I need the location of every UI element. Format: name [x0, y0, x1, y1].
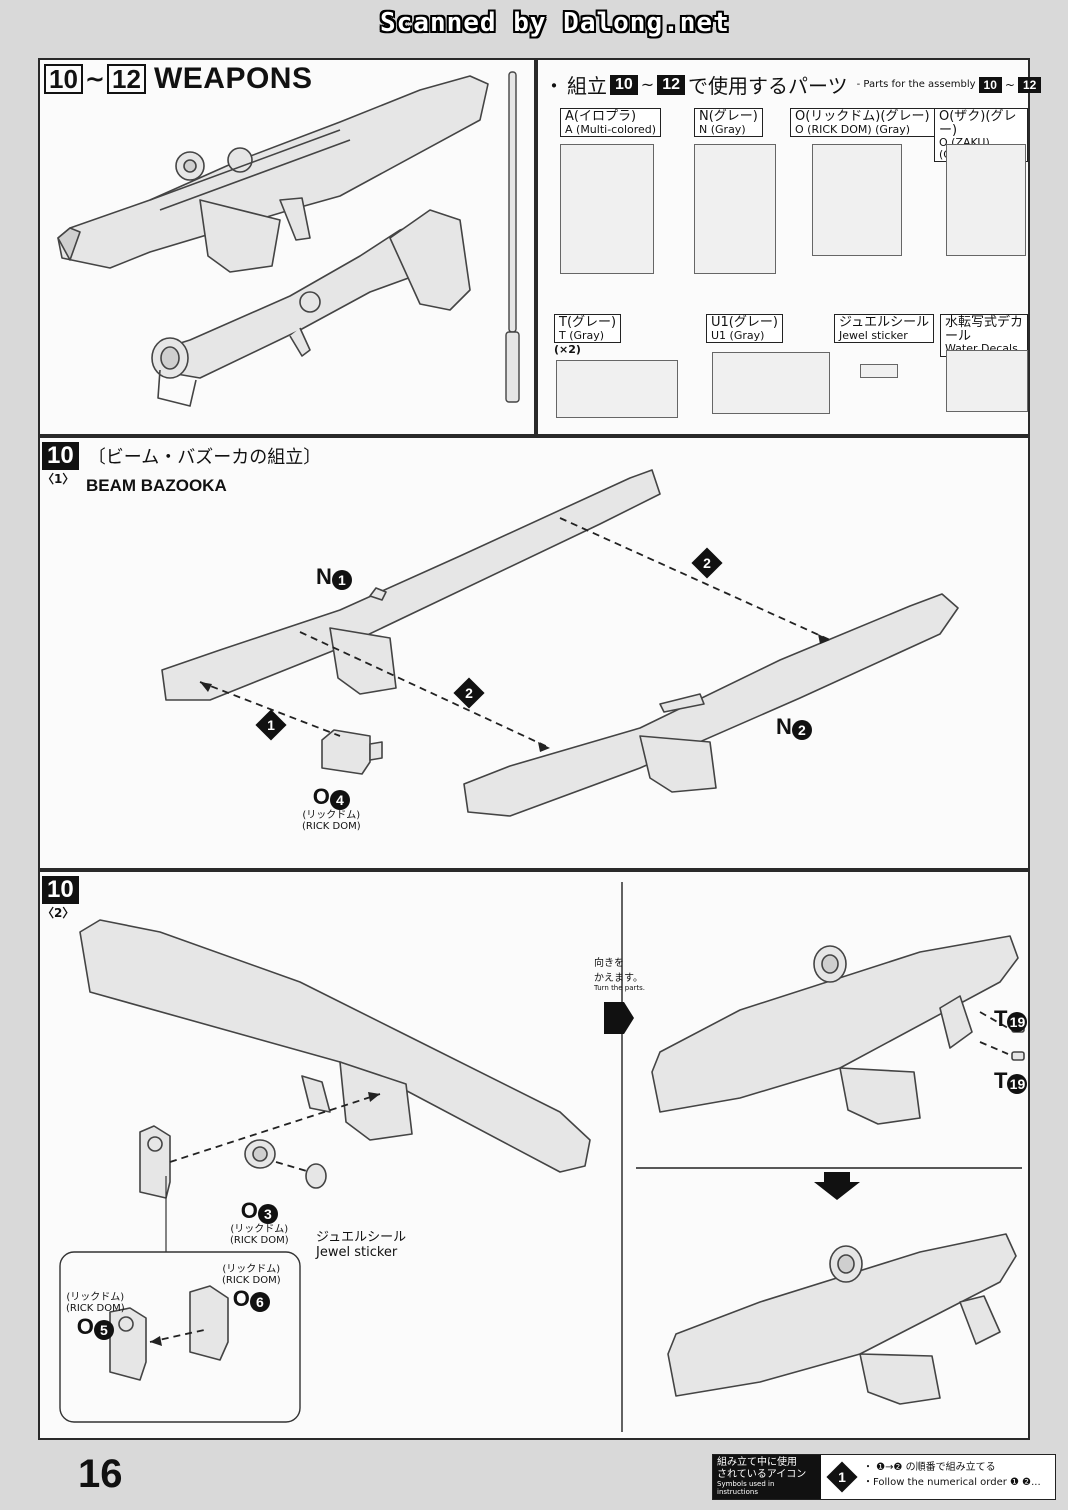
runner-n: N(グレー)N (Gray) [694, 108, 763, 138]
step10-2-panel: 10 〈2〉 [38, 870, 1030, 1440]
legend-order-icon: 1 [826, 1461, 858, 1493]
runner-n-sprue [694, 144, 776, 274]
parts-step-to: 12 [657, 74, 685, 95]
runner-o-zaku-sprue [946, 144, 1026, 256]
order-mark-2b: 2 [691, 547, 723, 579]
step10-1-illustration [161, 469, 959, 817]
runner-o-rickdom-sprue [812, 144, 902, 256]
runner-o-rickdom-label: O(リックドム)(グレー)O (RICK DOM) (Gray) [790, 108, 935, 138]
parts-en-tilde: ~ [1004, 77, 1015, 92]
symbols-legend: 組み立て中に使用 されているアイコン Symbols used in instr… [712, 1454, 1056, 1500]
runner-t-label: T(グレー)T (Gray) [554, 314, 622, 344]
order-mark-2a: 2 [453, 677, 485, 709]
step10-2-illustration [59, 882, 1025, 1432]
step10-2-number: 10 [42, 876, 79, 904]
page-number: 16 [78, 1452, 123, 1496]
step10-1-jp-title: 〔ビーム・バズーカの組立〕 [87, 447, 322, 468]
scanner-credit: Scanned by Dalong.net [380, 8, 730, 38]
legend-order-en: ・Follow the numerical order ❶ ❷... [863, 1477, 1041, 1488]
step-to-box: 12 [107, 64, 146, 94]
step10-2-header: 10 〈2〉 [42, 876, 79, 921]
runner-t-sprue [556, 360, 678, 418]
runner-t-qty: (×2) [554, 343, 581, 357]
step10-1-header: 10 〔ビーム・バズーカの組立〕 〈1〉 [42, 442, 321, 487]
runner-u1: U1(グレー)U1 (Gray) [706, 314, 783, 344]
step10-2-sub: 〈2〉 [42, 906, 75, 920]
parts-jp-label: 組立 [567, 74, 607, 98]
step10-1-en-title: BEAM BAZOOKA [86, 476, 227, 495]
order-mark-1: 1 [255, 709, 287, 741]
step10-1-panel: 10 〔ビーム・バズーカの組立〕 〈1〉 BEAM BAZOOKA [38, 436, 1030, 870]
runner-u1-label: U1(グレー)U1 (Gray) [706, 314, 783, 344]
parts-bullet: ・ [544, 74, 564, 98]
runner-n-label: N(グレー)N (Gray) [694, 108, 763, 138]
tilde: ~ [84, 65, 106, 93]
legend-title: 組み立て中に使用 されているアイコン Symbols used in instr… [713, 1455, 821, 1499]
runner-u1-sprue [712, 352, 830, 414]
water-decals-sheet [946, 350, 1028, 412]
weapons-title: WEAPONS [153, 62, 313, 95]
parts-step-from: 10 [610, 74, 638, 95]
step10-1-number: 10 [42, 442, 79, 470]
parts-header: ・ 組立 10 ~ 12 で使用するパーツ - Parts for the as… [544, 70, 1042, 99]
runner-a-sprue [560, 144, 654, 274]
turn-parts-note: 向きを かえます。 Turn the parts. [594, 958, 646, 992]
beam-bazooka-illustration [57, 71, 520, 407]
runner-o-rickdom: O(リックドム)(グレー)O (RICK DOM) (Gray) [790, 108, 935, 138]
parts-panel: ・ 組立 10 ~ 12 で使用するパーツ - Parts for the as… [536, 58, 1042, 436]
legend-order-jp: ・ ❶→❷ の順番で組み立てる [863, 1462, 996, 1473]
parts-jp-suffix: で使用するパーツ [688, 74, 848, 98]
runner-a: A(イロプラ)A (Multi-colored) [560, 108, 662, 138]
step10-1-sub: 〈1〉 [42, 472, 75, 486]
step-from-box: 10 [44, 64, 83, 94]
parts-en-step-to: 12 [1017, 76, 1042, 93]
jewel-sticker-sheet [860, 364, 898, 378]
weapons-header: 10 ~ 12 WEAPONS [44, 62, 312, 96]
weapons-overview-panel: 10 ~ 12 WEAPONS [38, 58, 536, 436]
parts-en-step-from: 10 [978, 76, 1002, 93]
jewel-sticker-callout: ジュエルシール Jewel sticker [316, 1230, 407, 1260]
runner-a-label: A(イロプラ)A (Multi-colored) [560, 108, 662, 138]
runner-t: T(グレー)T (Gray) (×2) [554, 314, 622, 357]
parts-tilde: ~ [640, 75, 655, 94]
parts-en-label: - Parts for the assembly [856, 79, 976, 90]
